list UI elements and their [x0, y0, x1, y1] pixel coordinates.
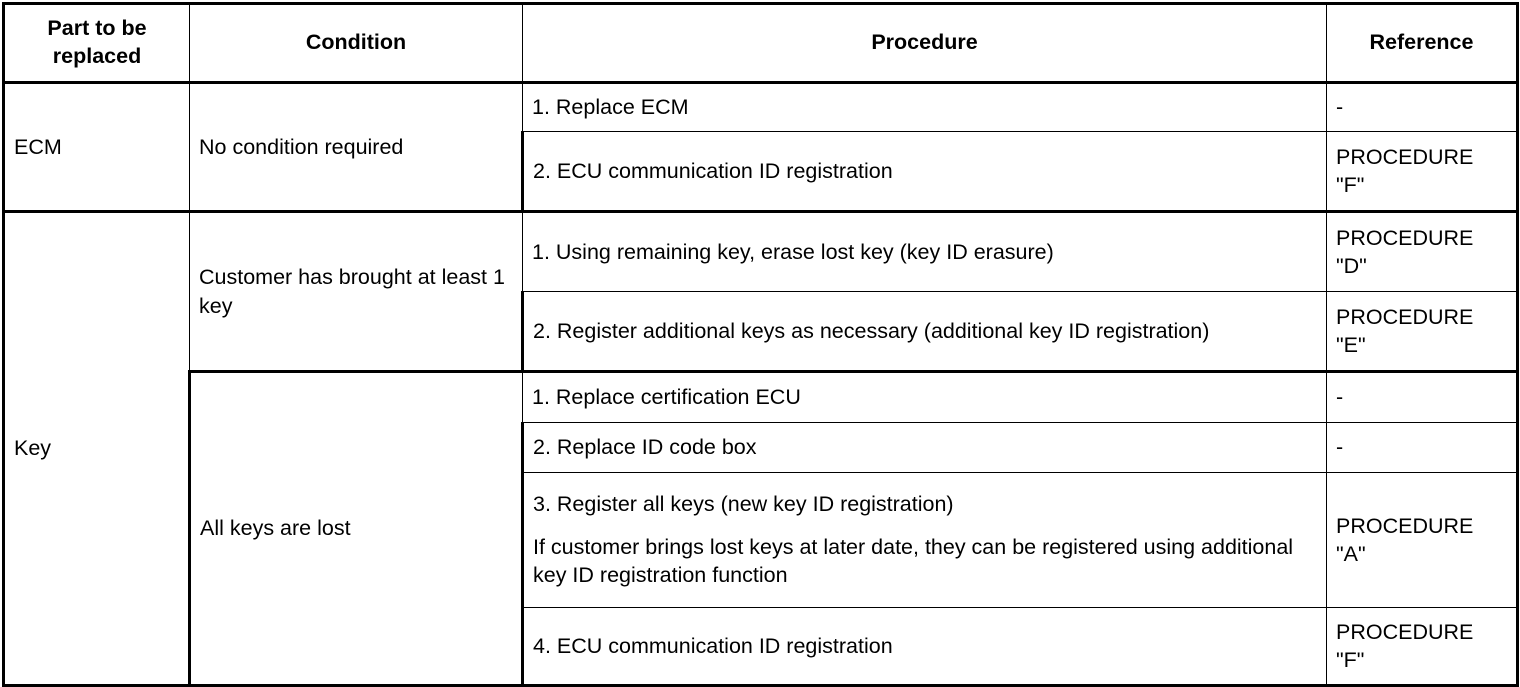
cell-condition-no-condition: No condition required [189, 81, 523, 213]
reference-line1: PROCEDURE [1336, 513, 1474, 538]
table-body: ECM No condition required 1. Replace ECM… [2, 81, 1519, 687]
cell-procedure: 2. Replace ID code box [521, 422, 1327, 473]
reference-line2: "F" [1336, 173, 1365, 197]
table-header: Part to be replaced Condition Procedure … [2, 2, 1519, 84]
column-header-reference: Reference [1326, 2, 1519, 84]
cell-reference: - [1326, 81, 1519, 132]
cell-procedure: 4. ECU communication ID registration [521, 607, 1327, 687]
table-row: 2. Replace ID code box - [4, 422, 1519, 473]
reference-line1: PROCEDURE [1336, 225, 1474, 250]
reference-line2: "D" [1336, 254, 1367, 278]
cell-reference: - [1326, 422, 1519, 473]
cell-reference: PROCEDURE "F" [1326, 607, 1519, 687]
reference-line1: - [1336, 385, 1344, 410]
column-header-procedure: Procedure [522, 2, 1327, 84]
cell-procedure-register-all-keys: 3. Register all keys (new key ID registr… [521, 472, 1327, 608]
column-header-part: Part to be replaced [2, 2, 190, 84]
cell-procedure: 1. Replace ECM [522, 81, 1327, 132]
procedure-step-text: 3. Register all keys (new key ID registr… [533, 492, 954, 517]
reference-line1: PROCEDURE [1336, 619, 1474, 644]
cell-procedure: 2. ECU communication ID registration [521, 131, 1327, 213]
column-header-part-line1: Part to be [47, 16, 147, 41]
procedure-note-text: If customer brings lost keys at later da… [533, 534, 1294, 588]
cell-procedure: 1. Replace certification ECU [522, 371, 1327, 423]
cell-reference: PROCEDURE "D" [1326, 211, 1519, 292]
header-row: Part to be replaced Condition Procedure … [2, 2, 1519, 84]
column-header-condition: Condition [189, 2, 523, 84]
cell-condition-all-keys-lost: All keys are lost [188, 371, 523, 687]
reference-line1: PROCEDURE [1336, 144, 1474, 169]
reference-line2: "A" [1336, 542, 1366, 566]
reference-line1: PROCEDURE [1336, 304, 1474, 329]
column-header-part-line2: replaced [52, 44, 142, 68]
cell-part-ecm: ECM [2, 81, 190, 213]
cell-procedure: 1. Using remaining key, erase lost key (… [522, 211, 1327, 292]
reference-line2: "E" [1336, 333, 1366, 357]
table-row: ECM No condition required 1. Replace ECM… [2, 81, 1519, 213]
table-row: 2. Register additional keys as necessary… [4, 291, 1519, 373]
cell-reference: PROCEDURE "E" [1326, 291, 1519, 373]
reference-line2: "F" [1336, 648, 1365, 672]
table-row: 3. Register all keys (new key ID registr… [4, 472, 1519, 608]
table-row: All keys are lost 1. Replace certificati… [4, 371, 1519, 687]
procedure-spacer [533, 519, 1317, 533]
reference-line1: - [1336, 435, 1344, 460]
table-row: 2. ECU communication ID registration PRO… [4, 131, 1519, 213]
cell-reference: PROCEDURE "A" [1326, 472, 1519, 608]
cell-reference: PROCEDURE "F" [1326, 131, 1519, 213]
table-row: Key Customer has brought at least 1 key … [2, 211, 1519, 687]
reference-line1: - [1336, 95, 1344, 120]
cell-condition-at-least-one-key: Customer has brought at least 1 key [189, 211, 523, 373]
cell-reference: - [1326, 371, 1519, 423]
cell-part-key: Key [2, 211, 190, 687]
cell-procedure: 2. Register additional keys as necessary… [521, 291, 1327, 373]
